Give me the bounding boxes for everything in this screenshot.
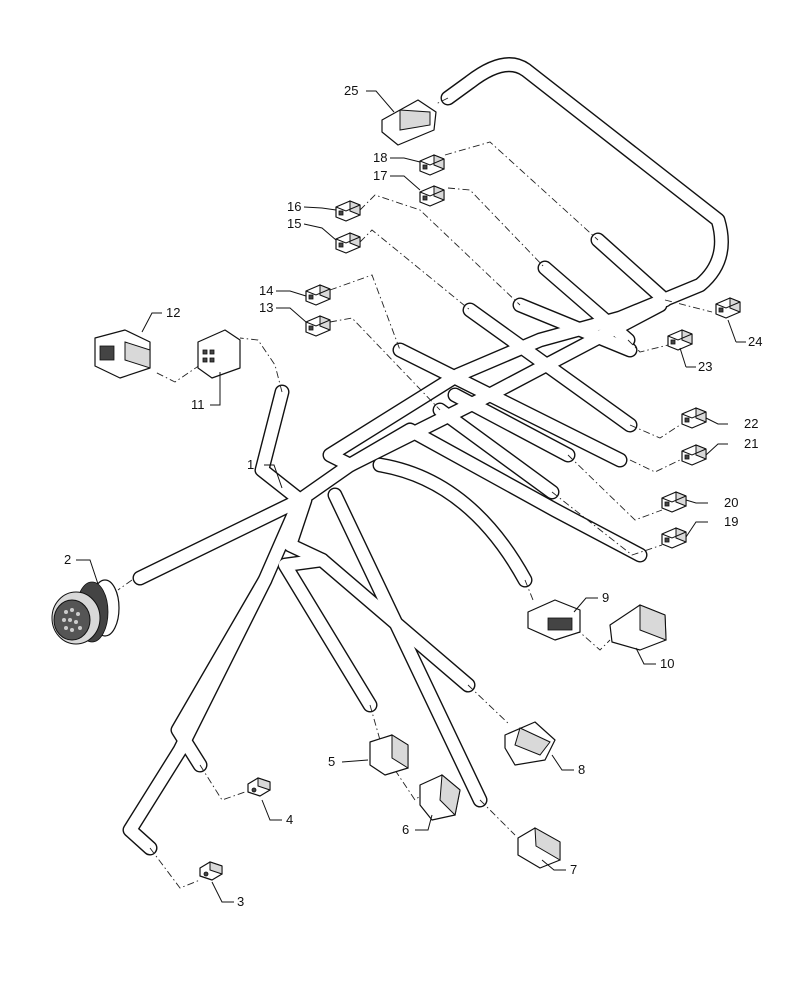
callout-21: 21 — [744, 436, 758, 451]
callout-11: 11 — [191, 397, 205, 412]
callout-5: 5 — [328, 754, 335, 769]
callout-2: 2 — [64, 552, 71, 567]
connector-alignment-lines — [117, 97, 713, 889]
connector-21 — [681, 444, 707, 466]
harness-cable-tubes — [122, 57, 729, 856]
callout-22: 22 — [744, 416, 758, 431]
connector-9 — [527, 599, 581, 641]
connector-19 — [661, 527, 687, 549]
connector-25 — [381, 99, 437, 146]
connector-13 — [305, 315, 331, 337]
connector-18 — [419, 154, 445, 176]
callout-16: 16 — [287, 199, 301, 214]
callout-4: 4 — [286, 812, 293, 827]
callout-3: 3 — [237, 894, 244, 909]
callout-14: 14 — [259, 283, 273, 298]
callout-15: 15 — [287, 216, 301, 231]
callout-24: 24 — [748, 334, 762, 349]
callout-20: 20 — [724, 495, 738, 510]
connector-17 — [419, 185, 445, 207]
callout-labels: 1 2 3 4 5 6 7 8 9 10 11 12 13 14 15 16 1… — [64, 83, 762, 909]
callout-23: 23 — [698, 359, 712, 374]
callout-6: 6 — [402, 822, 409, 837]
callout-8: 8 — [578, 762, 585, 777]
connector-23 — [667, 329, 693, 351]
connector-15 — [335, 232, 361, 254]
connector-20 — [661, 491, 687, 513]
callout-12: 12 — [166, 305, 180, 320]
connector-16 — [335, 200, 361, 222]
callout-13: 13 — [259, 300, 273, 315]
connector-11 — [197, 329, 241, 379]
connector-7 — [517, 827, 561, 869]
connector-8 — [504, 721, 556, 766]
connector-14 — [305, 284, 331, 306]
callout-7: 7 — [570, 862, 577, 877]
connector-12 — [94, 329, 151, 379]
callout-1: 1 — [247, 457, 254, 472]
connector-4 — [247, 777, 271, 797]
callout-25: 25 — [344, 83, 358, 98]
connectors — [51, 99, 741, 881]
connector-22 — [681, 407, 707, 429]
callout-18: 18 — [373, 150, 387, 165]
connector-2-round — [51, 579, 120, 645]
connector-10 — [609, 604, 667, 651]
callout-9: 9 — [602, 590, 609, 605]
callout-19: 19 — [724, 514, 738, 529]
connector-5 — [369, 734, 409, 776]
connector-3 — [199, 861, 223, 881]
connector-6 — [419, 773, 461, 821]
callout-17: 17 — [373, 168, 387, 183]
connector-24 — [715, 297, 741, 319]
callout-10: 10 — [660, 656, 674, 671]
callout-leader-lines — [76, 90, 746, 903]
